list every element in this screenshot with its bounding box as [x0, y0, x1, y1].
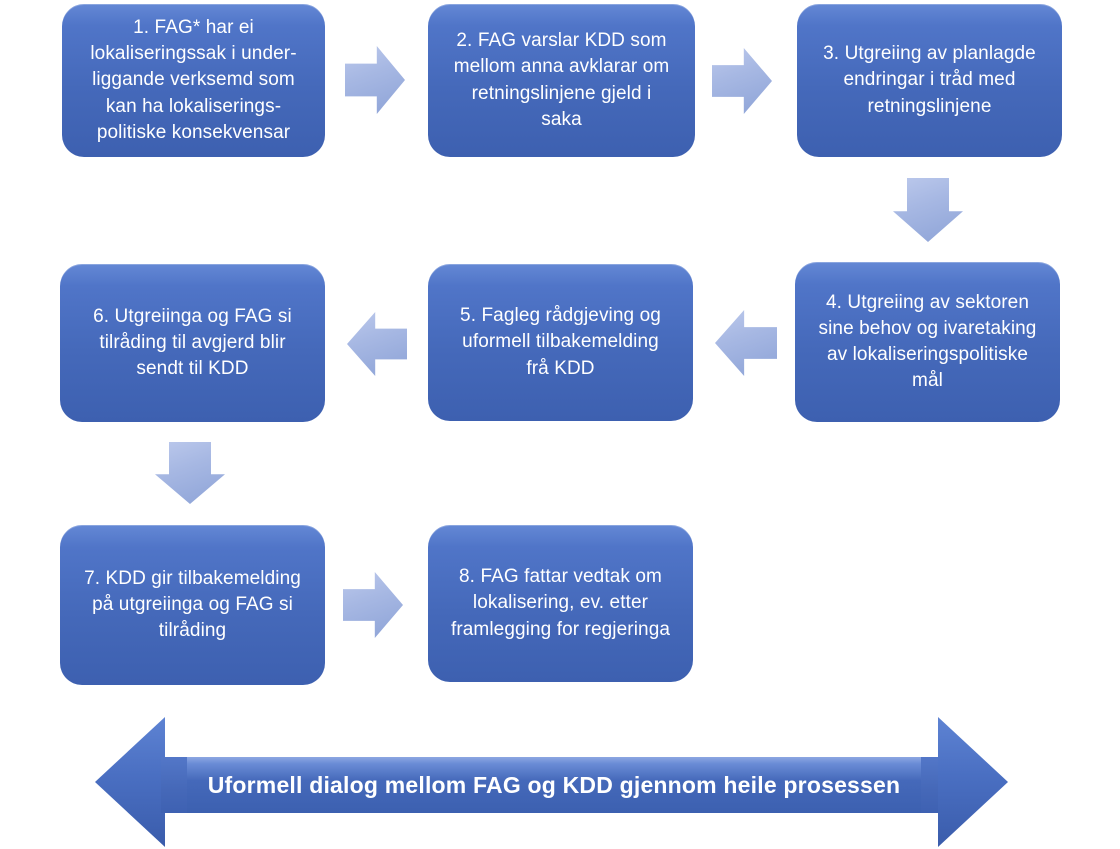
- process-step-4: 4. Utgreiing av sektoren sine behov og i…: [795, 262, 1060, 422]
- arrow-right-icon-step2-to-step3: [712, 48, 772, 114]
- dialog-banner-double-arrow: Uformell dialog mellom FAG og KDD gjenno…: [95, 717, 1008, 847]
- arrow-down-icon-step6-to-step7: [155, 442, 225, 504]
- process-step-4-label: 4. Utgreiing av sektoren sine behov og i…: [818, 291, 1037, 392]
- process-step-3-label: 3. Utgreiing av planlagde endringar i tr…: [823, 43, 1036, 117]
- process-step-1: 1. FAG* har ei lokaliseringssak i under-…: [62, 4, 325, 157]
- banner-text-bar: Uformell dialog mellom FAG og KDD gjenno…: [187, 757, 921, 813]
- process-step-3: 3. Utgreiing av planlagde endringar i tr…: [797, 4, 1062, 157]
- arrow-right-icon-step7-to-step8: [343, 572, 403, 638]
- process-step-7: 7. KDD gir tilbakemelding på utgreiinga …: [60, 525, 325, 685]
- process-step-5-label: 5. Fagleg rådgjeving og uformell tilbake…: [460, 305, 661, 379]
- process-step-8: 8. FAG fattar vedtak om lokalisering, ev…: [428, 525, 693, 682]
- process-step-1-label: 1. FAG* har ei lokaliseringssak i under-…: [90, 17, 297, 143]
- banner-left-arrowhead-icon: [95, 717, 165, 847]
- banner-right-arrowhead-icon: [938, 717, 1008, 847]
- process-step-6: 6. Utgreiinga og FAG si tilråding til av…: [60, 264, 325, 422]
- process-step-2-label: 2. FAG varslar KDD som mellom anna avkla…: [453, 30, 670, 130]
- process-step-7-label: 7. KDD gir tilbakemelding på utgreiinga …: [84, 567, 301, 641]
- process-step-6-label: 6. Utgreiinga og FAG si tilråding til av…: [93, 305, 292, 379]
- process-step-8-label: 8. FAG fattar vedtak om lokalisering, ev…: [450, 566, 671, 640]
- arrow-down-icon-step3-to-step4: [893, 178, 963, 242]
- arrow-left-icon-step4-to-step5: [715, 310, 777, 376]
- process-step-2: 2. FAG varslar KDD som mellom anna avkla…: [428, 4, 695, 157]
- arrow-right-icon-step1-to-step2: [345, 46, 405, 114]
- process-step-5: 5. Fagleg rådgjeving og uformell tilbake…: [428, 264, 693, 421]
- banner-label: Uformell dialog mellom FAG og KDD gjenno…: [207, 771, 901, 798]
- arrow-left-icon-step5-to-step6: [347, 312, 407, 376]
